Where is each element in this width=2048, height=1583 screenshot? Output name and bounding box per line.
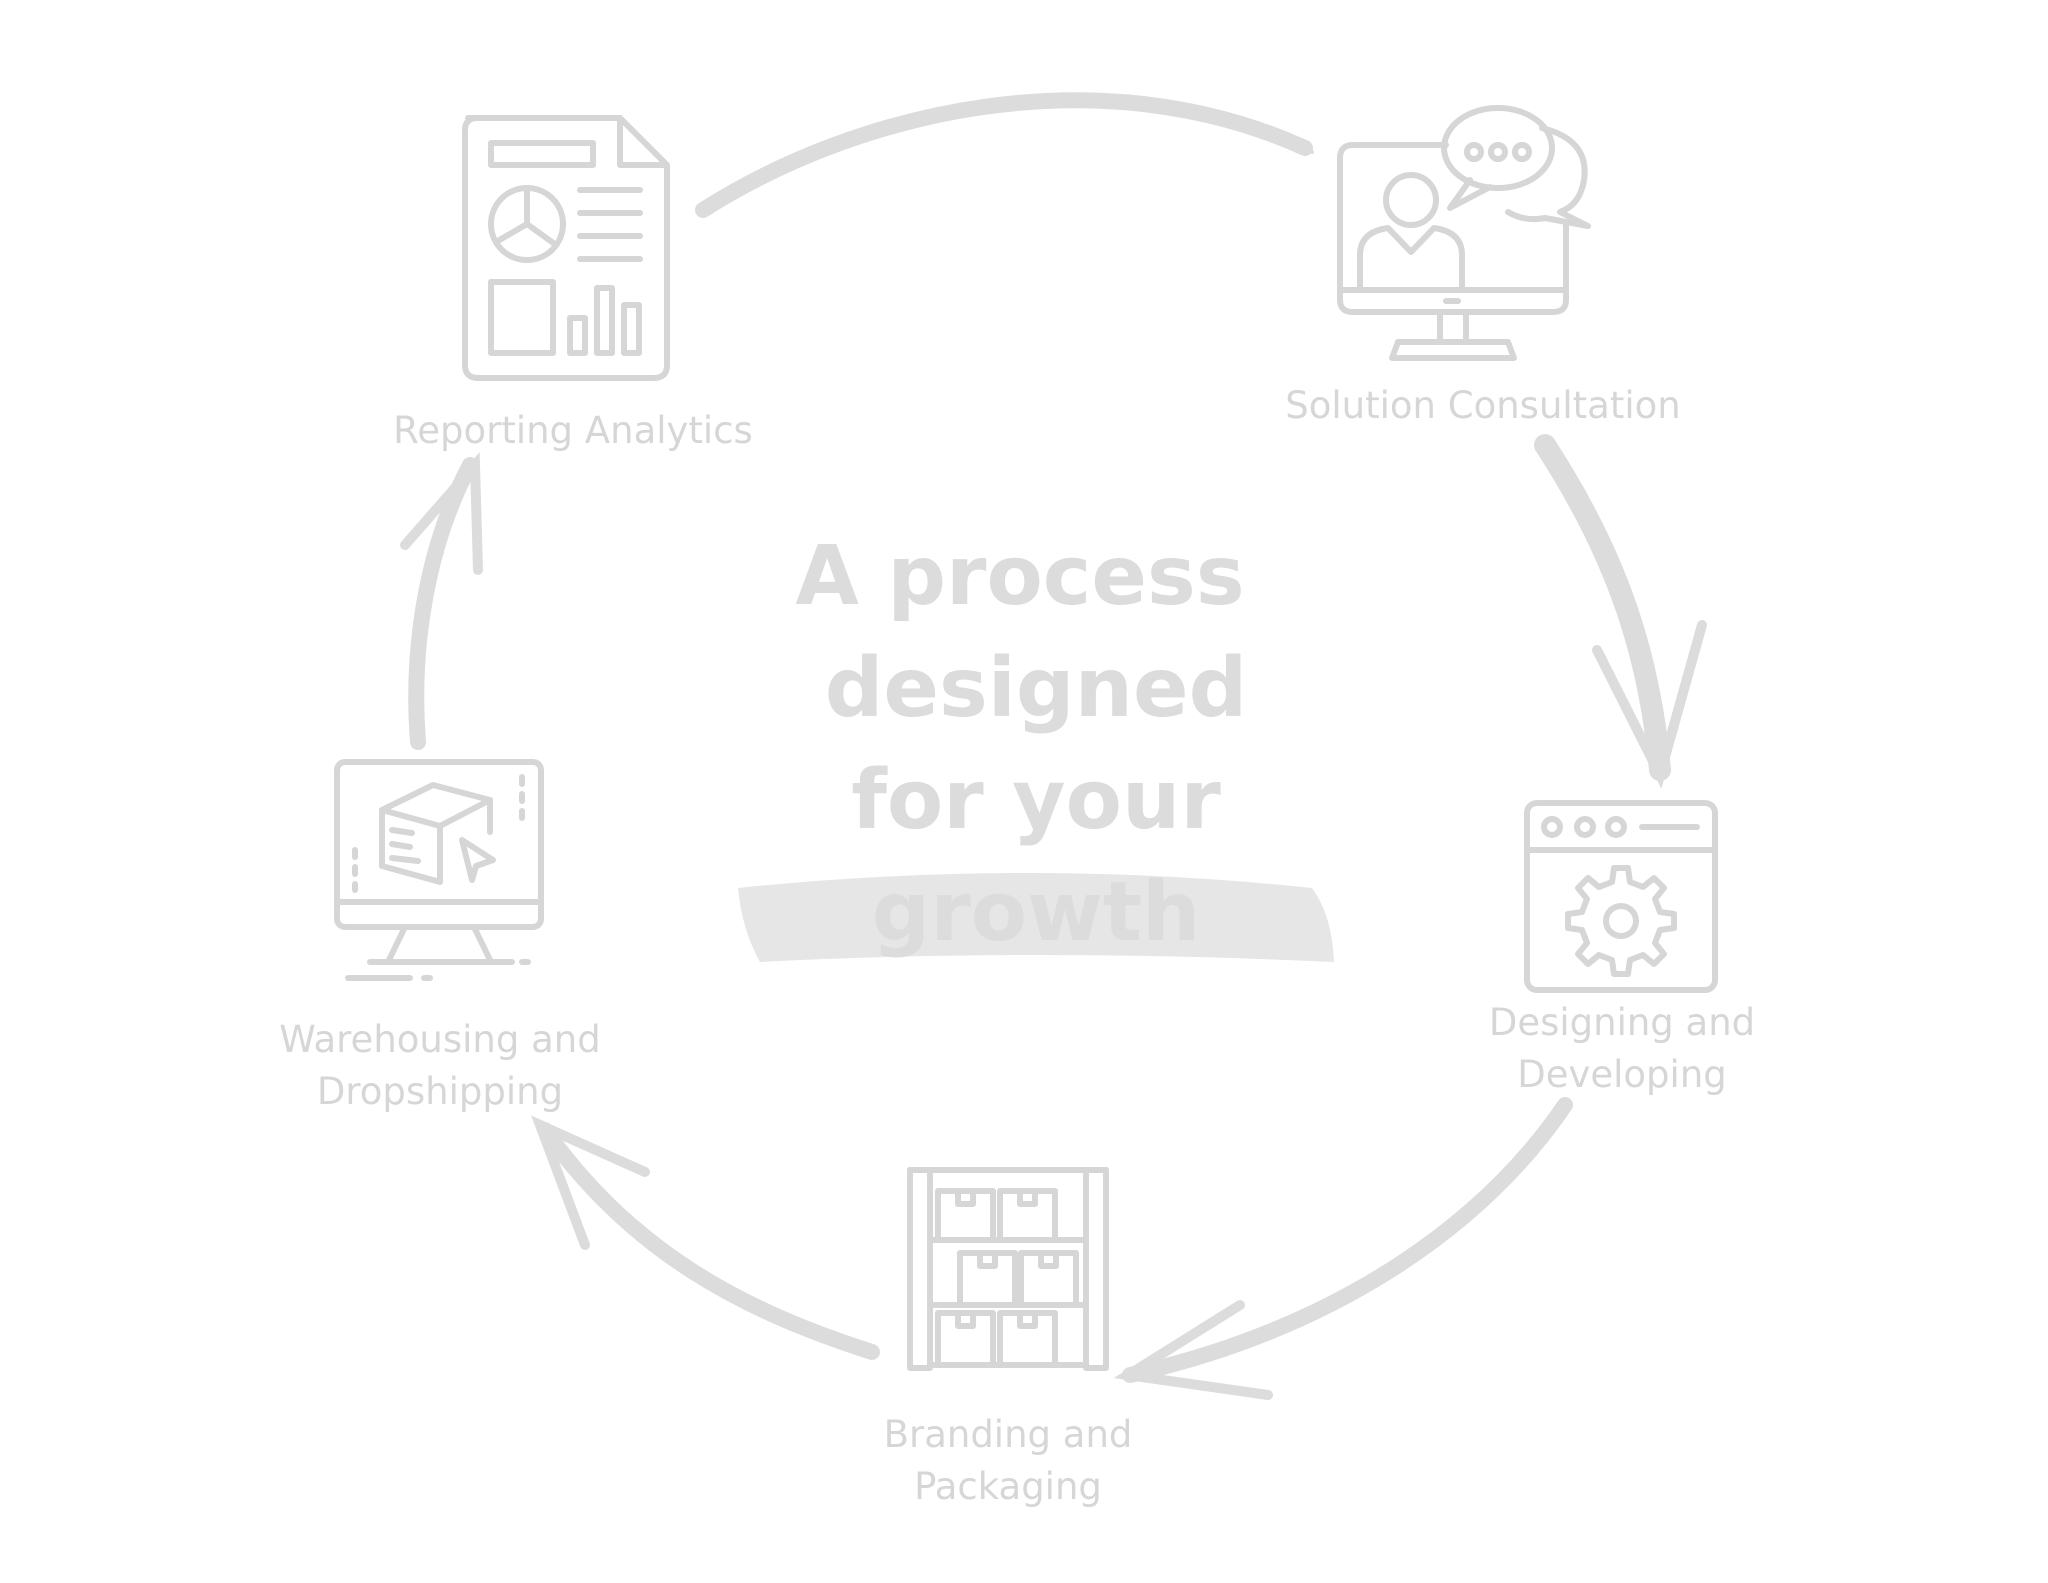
step-label-designing-line-1: Designing and bbox=[1489, 1001, 1755, 1044]
step-label-designing-line-2: Developing bbox=[1517, 1053, 1727, 1096]
headline-line-1: A process bbox=[795, 529, 1244, 624]
monitor-box-icon bbox=[334, 759, 544, 981]
step-label-branding-line-1: Branding and bbox=[884, 1413, 1133, 1456]
step-label-warehousing-line-2: Dropshipping bbox=[317, 1070, 563, 1113]
step-label-solution-consultation: Solution Consultation bbox=[1285, 384, 1680, 427]
report-document-icon bbox=[462, 115, 670, 381]
step-designing-developing: Designing and Developing bbox=[1489, 800, 1755, 1096]
step-label-reporting-analytics: Reporting Analytics bbox=[393, 409, 753, 452]
headline-line-2: designed bbox=[825, 641, 1248, 736]
step-warehousing-dropshipping: Warehousing and Dropshipping bbox=[279, 759, 601, 1113]
step-reporting-analytics: Reporting Analytics bbox=[393, 115, 753, 452]
step-branding-packaging: Branding and Packaging bbox=[884, 1167, 1133, 1508]
arrow-branding-to-warehousing bbox=[531, 1115, 880, 1360]
arrow-consultation-to-designing bbox=[1534, 434, 1707, 789]
step-label-branding-line-2: Packaging bbox=[914, 1465, 1102, 1508]
step-label-warehousing-line-1: Warehousing and bbox=[279, 1018, 600, 1061]
video-call-chat-icon bbox=[1337, 105, 1591, 361]
arrow-warehousing-to-analytics bbox=[400, 452, 483, 750]
warehouse-shelf-icon bbox=[907, 1167, 1109, 1371]
arrow-analytics-to-consultation bbox=[695, 92, 1314, 218]
headline-highlight-band bbox=[738, 873, 1334, 962]
step-solution-consultation: Solution Consultation bbox=[1285, 105, 1681, 427]
arrow-designing-to-branding bbox=[1113, 1097, 1573, 1400]
headline: A process designed for your growth bbox=[738, 529, 1334, 962]
headline-line-4: growth bbox=[872, 865, 1201, 960]
browser-gear-icon bbox=[1524, 800, 1718, 993]
headline-line-3: for your bbox=[851, 753, 1221, 848]
